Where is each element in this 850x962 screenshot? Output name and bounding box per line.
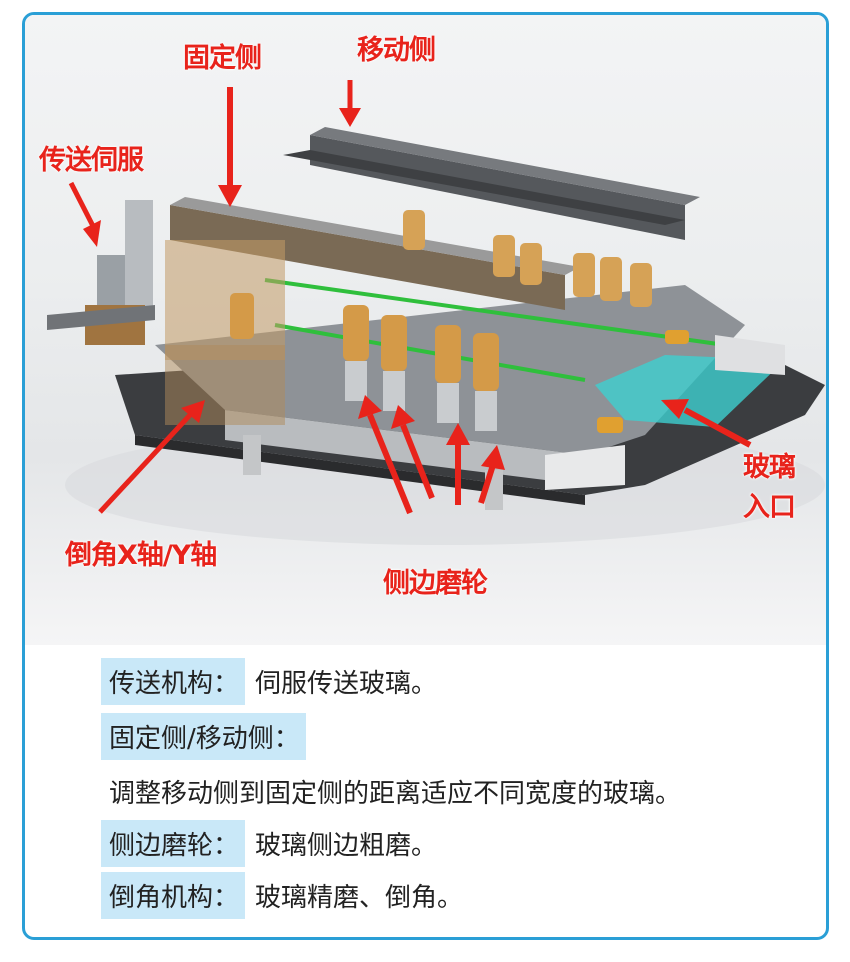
callout-side-grinding-wheels: 侧边磨轮 <box>383 568 488 599</box>
callout-glass-inlet-line2: 入口 <box>743 492 796 523</box>
legend-text: 调整移动侧到固定侧的距离适应不同宽度的玻璃。 <box>109 779 682 809</box>
legend-item-adjust-note: 调整移动侧到固定侧的距离适应不同宽度的玻璃。 <box>101 768 681 815</box>
callout-moving-side: 移动侧 <box>357 35 436 66</box>
legend-item-conveyor: 传送机构： 伺服传送玻璃。 <box>101 658 437 705</box>
callout-glass-inlet-line1: 玻璃 <box>743 452 796 483</box>
callout-fixed-side: 固定侧 <box>183 43 262 74</box>
legend: 传送机构： 伺服传送玻璃。 固定侧/移动侧： 调整移动侧到固定侧的距离适应不同宽… <box>25 645 826 937</box>
legend-label: 侧边磨轮： <box>101 820 246 867</box>
legend-label: 传送机构： <box>101 658 246 705</box>
machine-figure: 固定侧 移动侧 传送伺服 倒角X轴/Y轴 侧边磨轮 玻璃 入口 <box>25 15 826 645</box>
legend-label: 固定侧/移动侧： <box>101 713 306 760</box>
legend-text: 玻璃精磨、倒角。 <box>255 883 464 913</box>
legend-label: 倒角机构： <box>101 872 246 919</box>
machine-illustration <box>47 80 825 545</box>
legend-item-chamfer: 倒角机构： 玻璃精磨、倒角。 <box>101 872 463 919</box>
diagram-card: 固定侧 移动侧 传送伺服 倒角X轴/Y轴 侧边磨轮 玻璃 入口 传送机构： 伺服… <box>22 12 829 940</box>
callout-chamfer-axes: 倒角X轴/Y轴 <box>65 540 217 571</box>
legend-text: 伺服传送玻璃。 <box>255 669 438 699</box>
callout-conveyor-servo: 传送伺服 <box>39 145 144 176</box>
legend-text: 玻璃侧边粗磨。 <box>255 831 438 861</box>
legend-item-fixed-moving-side: 固定侧/移动侧： <box>101 713 306 760</box>
legend-item-side-grinding: 侧边磨轮： 玻璃侧边粗磨。 <box>101 820 437 867</box>
